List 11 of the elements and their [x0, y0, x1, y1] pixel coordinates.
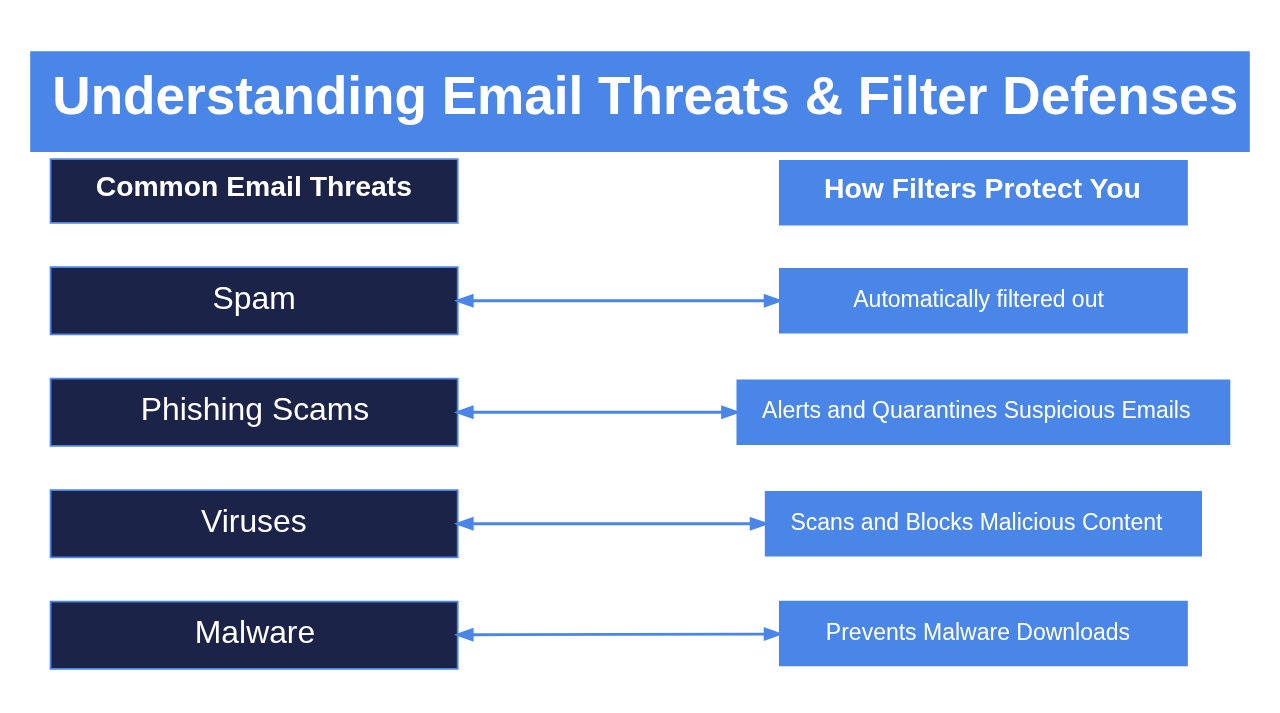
node-box: Alerts and Quarantines Suspicious Emails — [736, 379, 1231, 445]
diagram-title: Understanding Email Threats & Filter Defenses — [52, 66, 1239, 125]
node-box: Scans and Blocks Malicious Content — [764, 491, 1202, 557]
node-box: Malware — [49, 600, 459, 670]
node-box: Common Email Threats — [49, 158, 459, 224]
node-box: Automatically filtered out — [778, 268, 1188, 334]
node-box: How Filters Protect You — [778, 160, 1188, 226]
node-box: Viruses — [49, 489, 459, 559]
node-box: Spam — [49, 266, 459, 336]
node-box: Prevents Malware Downloads — [778, 600, 1188, 667]
node-box: Phishing Scams — [49, 377, 459, 447]
